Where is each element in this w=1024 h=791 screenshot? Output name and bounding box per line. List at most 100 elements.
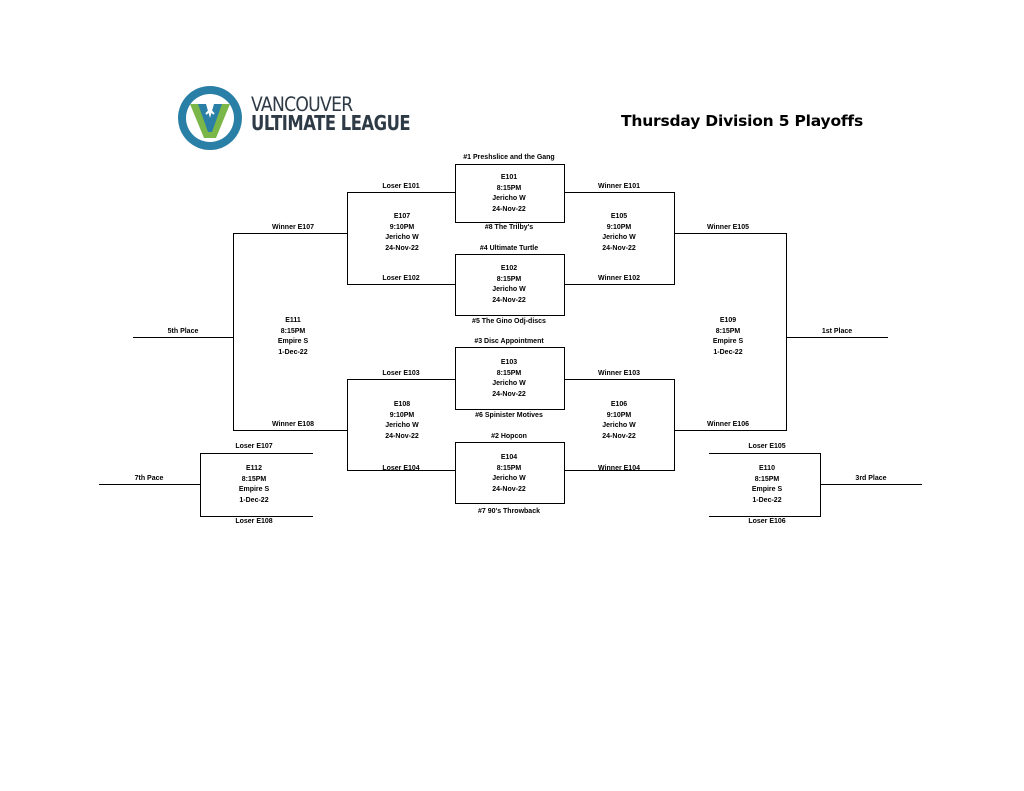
right-bracket-e106 [564, 379, 675, 471]
game-e102: E102 8:15PM Jericho W 24-Nov-22 [492, 264, 525, 306]
label-1st-place: 1st Place [821, 328, 853, 335]
label-winner-e107: Winner E107 [272, 224, 314, 231]
game-field: Empire S [238, 486, 270, 493]
game-field: Empire S [751, 486, 783, 493]
game-date: 1-Dec-22 [752, 496, 782, 504]
game-e112: E112 8:15PM Empire S 1-Dec-22 [239, 464, 269, 506]
game-time: 9:10PM [389, 411, 415, 419]
label-loser-e102: Loser E102 [382, 275, 420, 282]
bracket-e111 [233, 233, 348, 431]
game-time: 9:10PM [606, 223, 632, 231]
game-field: Jericho W [492, 380, 526, 387]
seed-8: #8 The Trilby's [484, 224, 534, 231]
seed-7: #7 90's Throwback [478, 508, 540, 515]
game-e103: E103 8:15PM Jericho W 24-Nov-22 [492, 358, 525, 400]
game-time: 9:10PM [606, 411, 632, 419]
game-time: 8:15PM [241, 475, 267, 483]
label-winner-e102: Winner E102 [598, 275, 640, 282]
seed-5: #5 The Gino Odj-discs [472, 318, 546, 325]
seed-4: #4 Ultimate Turtle [479, 245, 539, 252]
game-field: Jericho W [492, 195, 526, 202]
game-id: E106 [610, 401, 628, 408]
game-id: E103 [500, 359, 518, 366]
game-time: 8:15PM [496, 464, 522, 472]
game-e109: E109 8:15PM Empire S 1-Dec-22 [713, 316, 743, 358]
game-date: 24-Nov-22 [385, 432, 419, 440]
label-5th-place: 5th Place [167, 328, 199, 335]
box-e102 [455, 254, 565, 316]
game-date: 1-Dec-22 [713, 348, 743, 356]
label-winner-e105: Winner E105 [707, 224, 749, 231]
game-date: 24-Nov-22 [602, 244, 636, 252]
left-bracket-e107 [347, 192, 456, 285]
bracket-e109 [674, 233, 787, 431]
seed-6: #6 Spinister Motives [475, 412, 543, 419]
game-id: E104 [500, 454, 518, 461]
game-id: E105 [610, 213, 628, 220]
game-time: 8:15PM [280, 327, 306, 335]
left-bracket-e108 [347, 379, 456, 471]
seed-2: #2 Hopcon [491, 433, 527, 440]
label-loser-e101: Loser E101 [382, 183, 420, 190]
label-winner-e103: Winner E103 [598, 370, 640, 377]
game-field: Jericho W [492, 286, 526, 293]
game-e108: E108 9:10PM Jericho W 24-Nov-22 [385, 400, 418, 442]
game-e101: E101 8:15PM Jericho W 24-Nov-22 [492, 173, 525, 215]
game-field: Jericho W [602, 234, 636, 241]
game-e105: E105 9:10PM Jericho W 24-Nov-22 [602, 212, 635, 254]
game-e106: E106 9:10PM Jericho W 24-Nov-22 [602, 400, 635, 442]
game-time: 8:15PM [496, 184, 522, 192]
game-e111: E111 8:15PM Empire S 1-Dec-22 [278, 316, 308, 358]
game-field: Jericho W [602, 422, 636, 429]
seed-3: #3 Disc Appointment [474, 338, 544, 345]
label-loser-e107: Loser E107 [235, 443, 273, 450]
game-id: E107 [393, 213, 411, 220]
logo-wordmark-top: VANCOUVER [251, 93, 353, 116]
game-id: E109 [719, 317, 737, 324]
label-loser-e108: Loser E108 [235, 518, 273, 525]
game-date: 24-Nov-22 [492, 390, 526, 398]
game-field: Jericho W [385, 422, 419, 429]
game-field: Empire S [712, 338, 744, 345]
label-loser-e103: Loser E103 [382, 370, 420, 377]
label-winner-e104: Winner E104 [598, 465, 640, 472]
label-loser-e104: Loser E104 [382, 465, 420, 472]
logo-wordmark-bottom: ULTIMATE LEAGUE [251, 111, 411, 135]
game-date: 24-Nov-22 [492, 205, 526, 213]
label-winner-e101: Winner E101 [598, 183, 640, 190]
game-id: E101 [500, 174, 518, 181]
label-3rd-place: 3rd Place [855, 475, 887, 482]
game-e104-date: 24-Nov-22 [492, 486, 526, 493]
vul-logo-icon [178, 86, 242, 150]
game-field: Empire S [277, 338, 309, 345]
game-id: E108 [393, 401, 411, 408]
game-date: 24-Nov-22 [602, 432, 636, 440]
game-time: 9:10PM [389, 223, 415, 231]
game-id: E102 [500, 265, 518, 272]
game-time: 8:15PM [754, 475, 780, 483]
label-loser-e105: Loser E105 [748, 443, 786, 450]
game-date: 24-Nov-22 [492, 296, 526, 304]
game-date: 1-Dec-22 [239, 496, 269, 504]
game-id: E111 [285, 317, 301, 324]
game-time: 8:15PM [715, 327, 741, 335]
game-date: 24-Nov-22 [385, 244, 419, 252]
game-field: Jericho W [385, 234, 419, 241]
label-loser-e106: Loser E106 [748, 518, 786, 525]
game-id: E110 [759, 465, 775, 472]
label-7th-place: 7th Pace [134, 475, 164, 482]
label-winner-e108: Winner E108 [272, 421, 314, 428]
game-time: 8:15PM [496, 369, 522, 377]
seed-1: #1 Preshslice and the Gang [463, 154, 555, 161]
box-e104 [455, 442, 565, 504]
game-field: Jericho W [492, 475, 526, 482]
box-e101 [455, 164, 565, 223]
right-bracket-e105 [564, 192, 675, 285]
game-e110: E110 8:15PM Empire S 1-Dec-22 [752, 464, 782, 506]
game-date: 1-Dec-22 [278, 348, 308, 356]
game-time: 8:15PM [496, 275, 522, 283]
game-e107: E107 9:10PM Jericho W 24-Nov-22 [385, 212, 418, 254]
label-winner-e106: Winner E106 [707, 421, 749, 428]
